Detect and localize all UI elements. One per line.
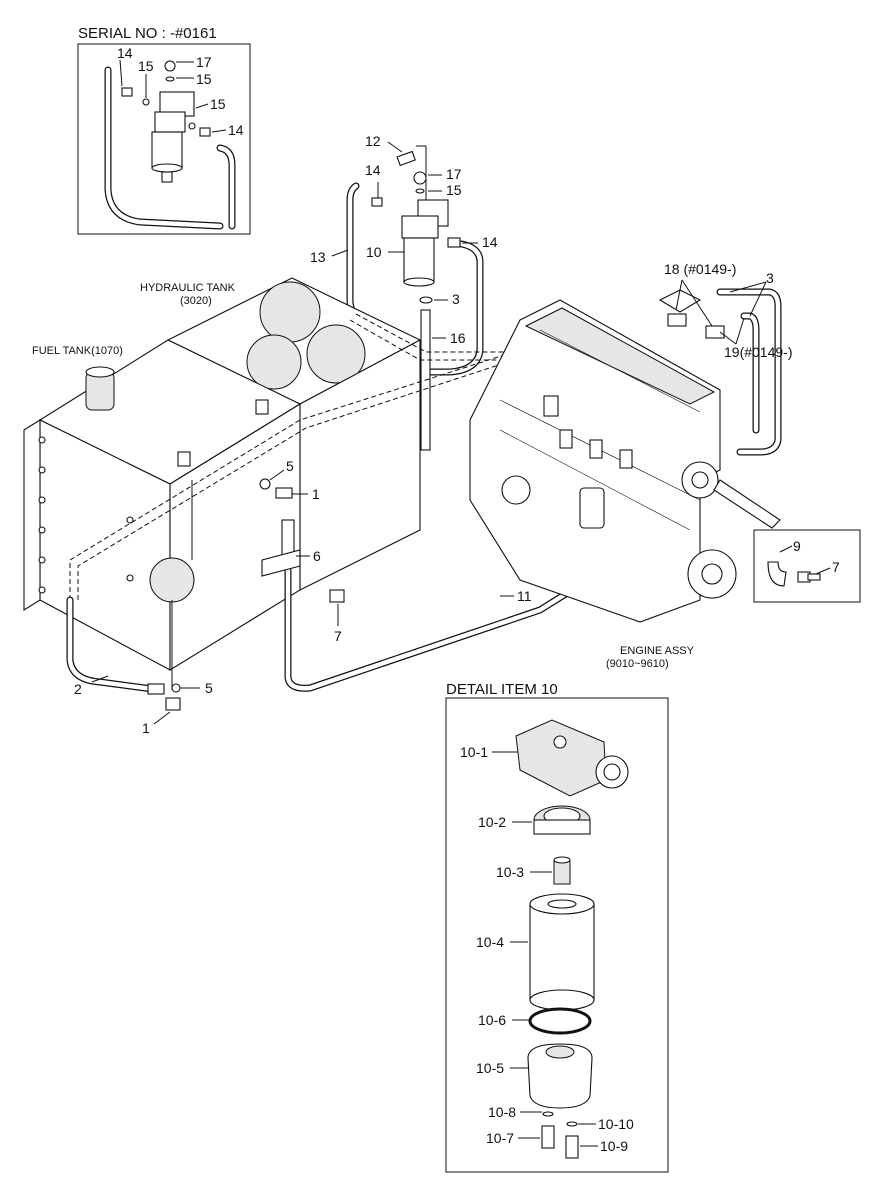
callout-9: 9: [793, 538, 801, 554]
callout-16: 16: [450, 330, 466, 346]
callout-18: 18 (#0149-): [664, 261, 736, 277]
fuel-tank-side: [169, 403, 301, 671]
callout-5b: 5: [205, 680, 213, 696]
engine-valve-cover: [524, 307, 716, 405]
callout-14b: 14: [482, 234, 498, 250]
callout-17: 17: [446, 166, 462, 182]
detail-nipple-10-3: [553, 859, 571, 885]
inset-callout-14b: 14: [228, 122, 244, 138]
fuel-tank-cover: [149, 557, 195, 603]
hydraulic-tank-name: HYDRAULIC TANK: [140, 282, 236, 294]
detail-title: DETAIL ITEM 10: [446, 681, 558, 698]
callout-13: 13: [310, 249, 326, 265]
callout-10: 10: [366, 244, 382, 260]
inset-filter-bowl: [151, 131, 183, 169]
inset-callout-15b: 15: [196, 71, 212, 87]
clamp-inset: 9 7: [753, 529, 861, 603]
callout-14a: 14: [365, 162, 381, 178]
detail-callout-10-2: 10-2: [478, 814, 506, 830]
hose-return: [426, 240, 484, 376]
callout-12: 12: [365, 133, 381, 149]
callout-5a: 5: [286, 458, 294, 474]
detail-callout-10-7: 10-7: [486, 1130, 514, 1146]
inset-callout-15a: 15: [138, 58, 154, 74]
detail-callout-10-1: 10-1: [460, 744, 488, 760]
detail-item-10: DETAIL ITEM 10: [445, 681, 669, 1173]
serial-inset-frame: [77, 43, 251, 235]
detail-oring-10-6: [528, 1007, 592, 1035]
inset-callout-14a: 14: [117, 45, 133, 61]
inset-filter-top: [154, 111, 186, 133]
callout-2: 2: [74, 681, 82, 697]
detail-bowl-10-5: [527, 1043, 593, 1109]
hydraulic-tank-cover-3: [306, 324, 366, 384]
detail-callout-10-9: 10-9: [600, 1138, 628, 1154]
hydraulic-tank-cover-2: [246, 334, 302, 390]
engine-assembly: 18 (#0149-) 3 19(#0149-) ENGINE ASSY (90…: [469, 261, 793, 670]
detail-callout-10-8: 10-8: [488, 1104, 516, 1120]
fuel-tank-label: FUEL TANK(1070): [32, 345, 123, 357]
inset-callout-15c: 15: [210, 96, 226, 112]
detail-callout-10-10: 10-10: [598, 1116, 634, 1132]
detail-washer-10-10: [566, 1121, 578, 1127]
detail-plug-10-9: [565, 1135, 579, 1159]
inset-fitting-left: [121, 87, 133, 97]
serial-inset-title: SERIAL NO : -#0161: [78, 25, 217, 42]
callout-1b: 1: [142, 720, 150, 736]
engine-starter: [501, 475, 531, 505]
detail-callout-10-5: 10-5: [476, 1060, 504, 1076]
detail-washer-10-8: [542, 1111, 554, 1117]
callout-15: 15: [446, 182, 462, 198]
clamp-9: [767, 561, 787, 587]
inset-washer-left: [142, 98, 150, 106]
callout-1a: 1: [312, 486, 320, 502]
engine-code: (9010~9610): [606, 658, 669, 670]
inset-callout-17: 17: [196, 54, 212, 70]
hydraulic-tank-cover-1: [259, 281, 321, 343]
dashed-route-1: [69, 349, 521, 600]
detail-callout-10-3: 10-3: [496, 864, 524, 880]
clamp-inset-frame: [753, 529, 861, 603]
inset-plug: [164, 60, 176, 72]
detail-callout-10-6: 10-6: [478, 1012, 506, 1028]
detail-plug-10-7: [541, 1125, 555, 1149]
callout-19: 19(#0149-): [724, 344, 793, 360]
callout-3b: 3: [766, 270, 774, 286]
callout-6: 6: [313, 548, 321, 564]
callout-7a: 7: [334, 628, 342, 644]
callout-7b: 7: [832, 559, 840, 575]
callout-11: 11: [517, 588, 532, 604]
filter-bowl: [403, 237, 435, 283]
detail-callout-10-4: 10-4: [476, 934, 504, 950]
detail-frame: [445, 697, 669, 1173]
detail-filter-head: [515, 719, 607, 797]
fuel-filler-cap: [85, 371, 115, 411]
engine-label: ENGINE ASSY: [620, 645, 695, 657]
serial-inset: SERIAL NO : -#0161 14 15 17 15 15 14: [77, 25, 251, 235]
tank-assembly: HYDRAULIC TANK (3020) FUEL TANK(1070) 5 …: [23, 277, 624, 736]
hydraulic-tank-code: (3020): [180, 295, 212, 307]
callout-3a: 3: [452, 291, 460, 307]
detail-cartridge-10-4: [529, 903, 595, 1001]
